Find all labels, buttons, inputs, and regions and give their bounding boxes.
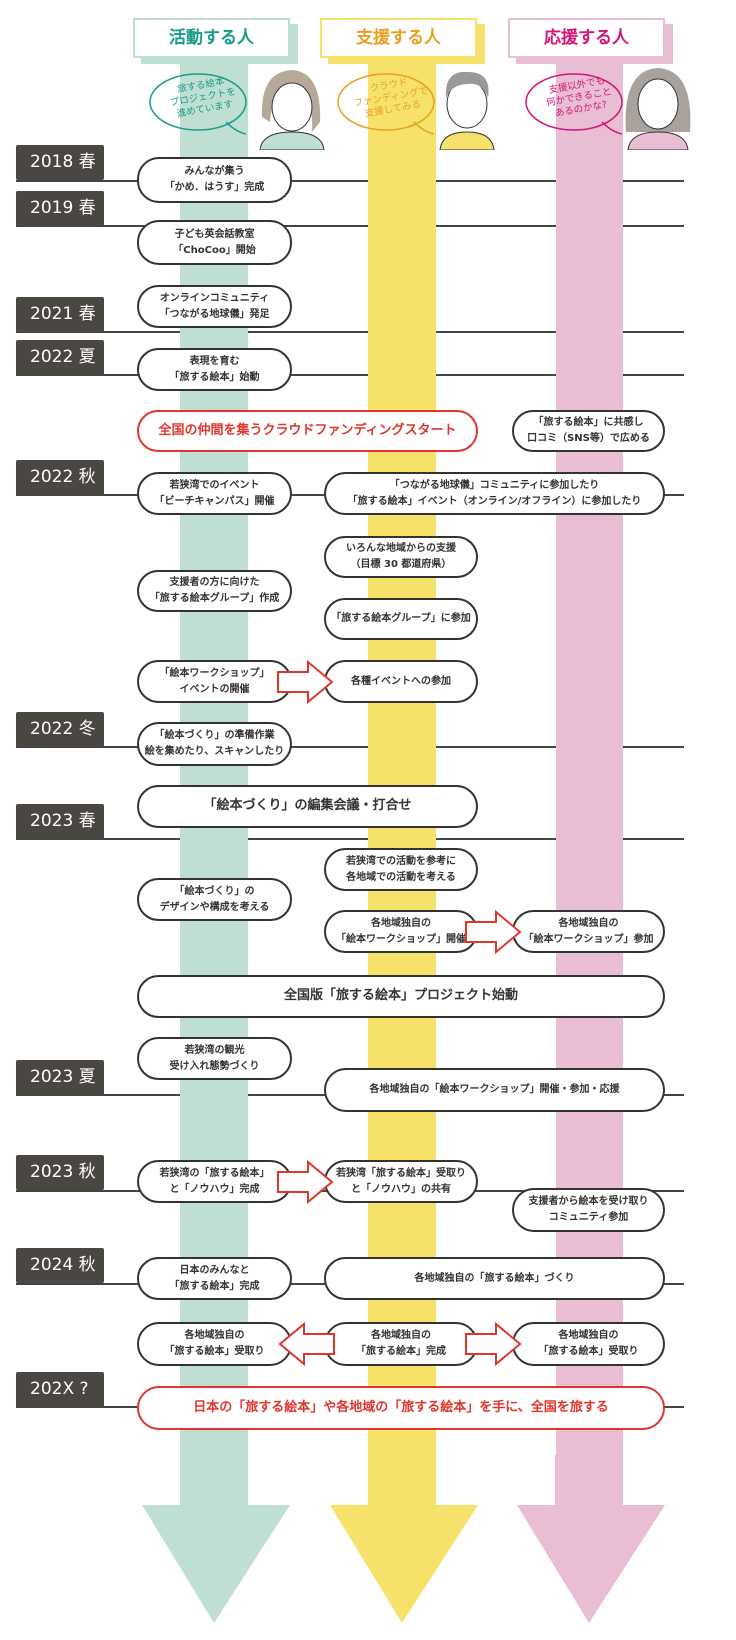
event-box: オンラインコミュニティ 「つながる地球儀」発足 (137, 285, 292, 328)
year-label: 202X ? (16, 1372, 104, 1407)
cheerer-arrowhead (517, 1455, 665, 1623)
event-box: いろんな地域からの支援 （目標 30 都道府県） (324, 536, 478, 578)
cheerer-lane (556, 60, 623, 1460)
speech-bubble-icon (149, 73, 247, 135)
timeline-line (16, 180, 684, 182)
crowdfunding-start-box: 全国の仲間を集うクラウドファンディングスタート (137, 410, 478, 452)
year-label: 2023 秋 (16, 1155, 104, 1190)
event-box: 若狭湾「旅する絵本」受取り と「ノウハウ」の共有 (324, 1160, 478, 1203)
year-label: 2018 春 (16, 145, 104, 180)
event-box: 若狭湾でのイベント 「ビーチキャンパス」開催 (137, 472, 292, 515)
event-box: 各地域独自の「旅する絵本」づくり (324, 1257, 665, 1300)
right-arrow-icon (277, 1160, 334, 1204)
event-box: 各地域独自の 「旅する絵本」完成 (324, 1322, 478, 1366)
timeline-line (16, 331, 684, 333)
event-box: 「絵本づくり」の デザインや構成を考える (137, 878, 292, 921)
event-box: 「旅する絵本グループ」に参加 (324, 598, 478, 640)
header-supporter: 支援する人 (320, 18, 477, 58)
header-cheerer: 応援する人 (508, 18, 665, 58)
timeline-line (16, 838, 684, 840)
year-label: 2023 夏 (16, 1060, 104, 1095)
event-box: 子ども英会話教室 「ChoCoo」開始 (137, 220, 292, 265)
year-label: 2021 春 (16, 297, 104, 332)
woman-character-icon (259, 70, 325, 150)
right-arrow-icon (277, 660, 334, 704)
event-box: 支援者から絵本を受け取り コミュニティ参加 (512, 1188, 665, 1232)
event-box: 表現を育む 「旅する絵本」始動 (137, 348, 292, 391)
event-box: 全国版「旅する絵本」プロジェクト始動 (137, 975, 665, 1018)
supporter-lane (368, 60, 436, 1460)
speech-bubble-icon (525, 73, 623, 135)
event-box: 各地域独自の 「旅する絵本」受取り (137, 1322, 292, 1366)
event-box: 「つながる地球儀」コミュニティに参加したり 「旅する絵本」イベント（オンライン/… (324, 472, 665, 515)
event-box: みんなが集う 「かめ．はうす」完成 (137, 157, 292, 203)
event-box: 若狭湾での活動を参考に 各地域での活動を考える (324, 848, 478, 891)
event-box: 各地域独自の 「絵本ワークショップ」開催 (324, 910, 478, 953)
event-box: 支援者の方に向けた 「旅する絵本グループ」作成 (137, 570, 292, 612)
event-box: 各地域独自の 「絵本ワークショップ」参加 (512, 910, 665, 953)
event-box: 各地域独自の「絵本ワークショップ」開催・参加・応援 (324, 1068, 665, 1112)
journey-goal-box: 日本の「旅する絵本」や各地域の「旅する絵本」を手に、全国を旅する (137, 1386, 665, 1430)
left-arrow-icon (278, 1322, 335, 1366)
year-label: 2022 冬 (16, 712, 104, 747)
event-box: 各種イベントへの参加 (324, 660, 478, 703)
activist-arrowhead (142, 1455, 290, 1623)
event-box: 「旅する絵本」に共感し 口コミ（SNS等）で広める (512, 410, 665, 452)
year-label: 2019 春 (16, 191, 104, 226)
supporter-arrowhead (330, 1455, 478, 1623)
right-arrow-icon (465, 1322, 522, 1366)
year-label: 2023 春 (16, 804, 104, 839)
year-label: 2024 秋 (16, 1248, 104, 1283)
woman-character-icon (625, 68, 691, 150)
year-label: 2022 夏 (16, 340, 104, 375)
timeline-line (16, 374, 684, 376)
man-character-icon (439, 71, 495, 150)
right-arrow-icon (465, 910, 522, 954)
timeline-line (16, 225, 684, 227)
header-activist: 活動する人 (133, 18, 290, 58)
event-box: 各地域独自の 「旅する絵本」受取り (512, 1322, 665, 1366)
event-box: 若狭湾の「旅する絵本」 と「ノウハウ」完成 (137, 1160, 292, 1203)
speech-bubble-icon (337, 73, 435, 135)
event-box: 若狭湾の観光 受け入れ態勢づくり (137, 1037, 292, 1080)
event-box: 日本のみんなと 「旅する絵本」完成 (137, 1257, 292, 1300)
event-box: 「絵本ワークショップ」 イベントの開催 (137, 660, 292, 703)
event-box: 「絵本づくり」の編集会議・打合せ (137, 785, 478, 828)
timeline-line (16, 746, 684, 748)
event-box: 「絵本づくり」の準備作業 絵を集めたり、スキャンしたり (137, 722, 292, 766)
year-label: 2022 秋 (16, 460, 104, 495)
